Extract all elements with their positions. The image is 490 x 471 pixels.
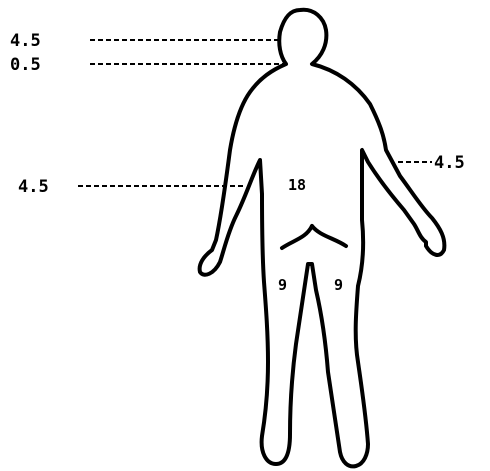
label-right-arm: 4.5 (434, 153, 465, 173)
label-head: 4.5 (10, 31, 41, 51)
label-neck: 0.5 (10, 55, 41, 75)
label-left-arm: 4.5 (18, 177, 49, 197)
percentage-labels: 4.5 0.5 4.5 4.5 18 9 9 (10, 31, 465, 294)
buttock-crease-right (312, 226, 346, 246)
label-right-leg: 9 (334, 276, 343, 294)
body-outline (200, 10, 445, 467)
body-figure (200, 10, 445, 467)
buttock-crease-left (282, 226, 312, 248)
label-left-leg: 9 (278, 276, 287, 294)
label-back-trunk: 18 (288, 176, 306, 194)
leader-lines (78, 40, 432, 186)
